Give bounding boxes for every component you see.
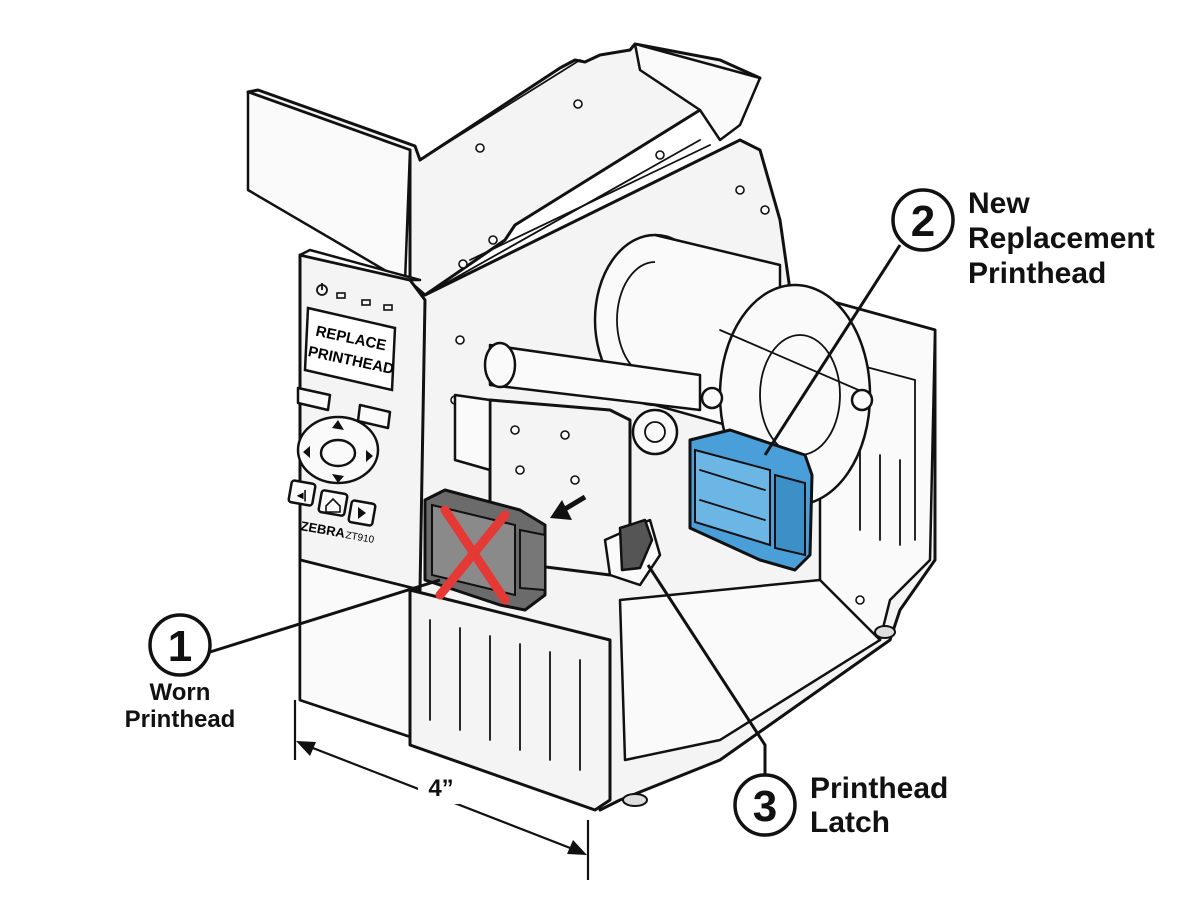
callout-label-3-line-2: Latch xyxy=(810,806,890,839)
callout-1: 1 Worn Printhead xyxy=(125,613,236,733)
worn-printhead xyxy=(423,488,587,612)
direction-arrow-icon xyxy=(550,494,587,520)
callout-circle-1 xyxy=(148,613,212,677)
callout-number-2: 2 xyxy=(911,197,935,246)
dimension-indicator: 4” xyxy=(293,700,590,880)
callout-label-1-line-2: Printhead xyxy=(125,706,236,733)
back-button[interactable] xyxy=(287,479,317,507)
callout-number-1: 1 xyxy=(168,622,192,671)
leader-line-2 xyxy=(763,244,902,456)
soft-key-left[interactable] xyxy=(296,386,332,412)
status-indicator xyxy=(361,299,371,306)
callout-number-3: 3 xyxy=(753,782,777,831)
status-indicator xyxy=(383,304,393,311)
power-icon xyxy=(316,283,328,296)
back-icon: ◂| xyxy=(296,488,306,502)
dimension-label: 4” xyxy=(428,775,453,802)
up-arrow-icon[interactable] xyxy=(332,420,344,430)
soft-key-right[interactable] xyxy=(356,403,392,430)
lcd-screen xyxy=(303,306,397,392)
front-door xyxy=(408,588,612,812)
home-icon xyxy=(325,497,341,513)
brand-model: ZT910 xyxy=(344,530,375,546)
status-indicator xyxy=(336,292,346,299)
callout-2: 2 New Replacement Printhead xyxy=(891,187,1155,290)
printhead-latch xyxy=(618,518,654,572)
printer-lid xyxy=(246,42,762,297)
left-arrow-icon[interactable] xyxy=(303,446,310,458)
callout-circle-2 xyxy=(891,188,955,252)
callout-label-3-line-1: Printhead xyxy=(810,772,948,805)
down-arrow-icon[interactable] xyxy=(332,474,344,483)
control-panel: REPLACE PRINTHEAD ◂| ZEBRA ZT910 xyxy=(287,248,427,742)
callout-label-1-line-1: Worn xyxy=(150,679,211,706)
callout-label-2-line-1: New xyxy=(968,187,1030,220)
leader-line-1 xyxy=(209,578,441,654)
callout-label-2-line-3: Printhead xyxy=(968,257,1106,290)
remove-x-icon xyxy=(435,505,510,605)
callout-3: 3 Printhead Latch xyxy=(733,772,948,839)
callout-circle-3 xyxy=(733,773,797,837)
right-arrow-icon[interactable] xyxy=(366,450,373,462)
new-printhead xyxy=(688,428,814,572)
forward-icon xyxy=(358,507,366,519)
ok-button[interactable] xyxy=(319,438,357,468)
callout-label-2-line-2: Replacement xyxy=(968,222,1155,255)
